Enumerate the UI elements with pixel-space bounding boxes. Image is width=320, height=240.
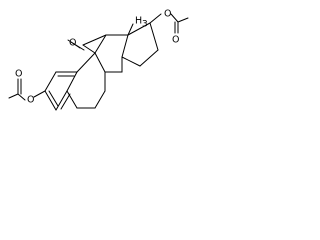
chemical-structure: O O O	[8, 9, 189, 111]
bond	[60, 93, 71, 110]
bond	[94, 90, 106, 109]
bond	[121, 56, 141, 67]
left-acetate-group: O O	[8, 69, 46, 106]
ring-a-aromatic	[44, 71, 78, 111]
top-acetate-group: O O	[149, 9, 189, 46]
methyl-label-group: H 3	[135, 16, 148, 30]
atom-label-oxygen: O	[164, 9, 171, 20]
bond	[82, 34, 107, 46]
atom-label-hydrogen: H	[135, 16, 142, 27]
bond	[149, 22, 159, 51]
atom-label-subscript: 3	[142, 20, 148, 30]
bond	[33, 90, 46, 98]
bond	[17, 93, 26, 101]
bond	[170, 13, 179, 23]
bond	[67, 39, 81, 49]
bond	[76, 52, 96, 73]
bond	[94, 34, 107, 54]
bond	[44, 71, 57, 92]
bond	[55, 90, 68, 111]
bond	[66, 90, 78, 109]
bond	[121, 34, 129, 58]
atom-label-oxygen: O	[69, 38, 76, 49]
bond	[8, 93, 19, 99]
bond	[127, 23, 134, 36]
epoxide-group: O	[67, 34, 107, 54]
atom-label-oxygen: O	[15, 69, 22, 80]
ring-d	[121, 22, 159, 67]
bond	[44, 90, 57, 111]
ring-b	[66, 52, 106, 109]
bond	[82, 44, 96, 54]
atom-label-oxygen: O	[27, 95, 34, 106]
bond	[94, 52, 106, 73]
atom-label-oxygen: O	[172, 35, 179, 46]
bond	[48, 90, 59, 107]
bond	[66, 71, 78, 92]
bond	[149, 13, 162, 24]
ring-c	[94, 23, 134, 73]
bond	[127, 22, 151, 36]
bond	[139, 49, 159, 67]
bond	[177, 17, 189, 23]
